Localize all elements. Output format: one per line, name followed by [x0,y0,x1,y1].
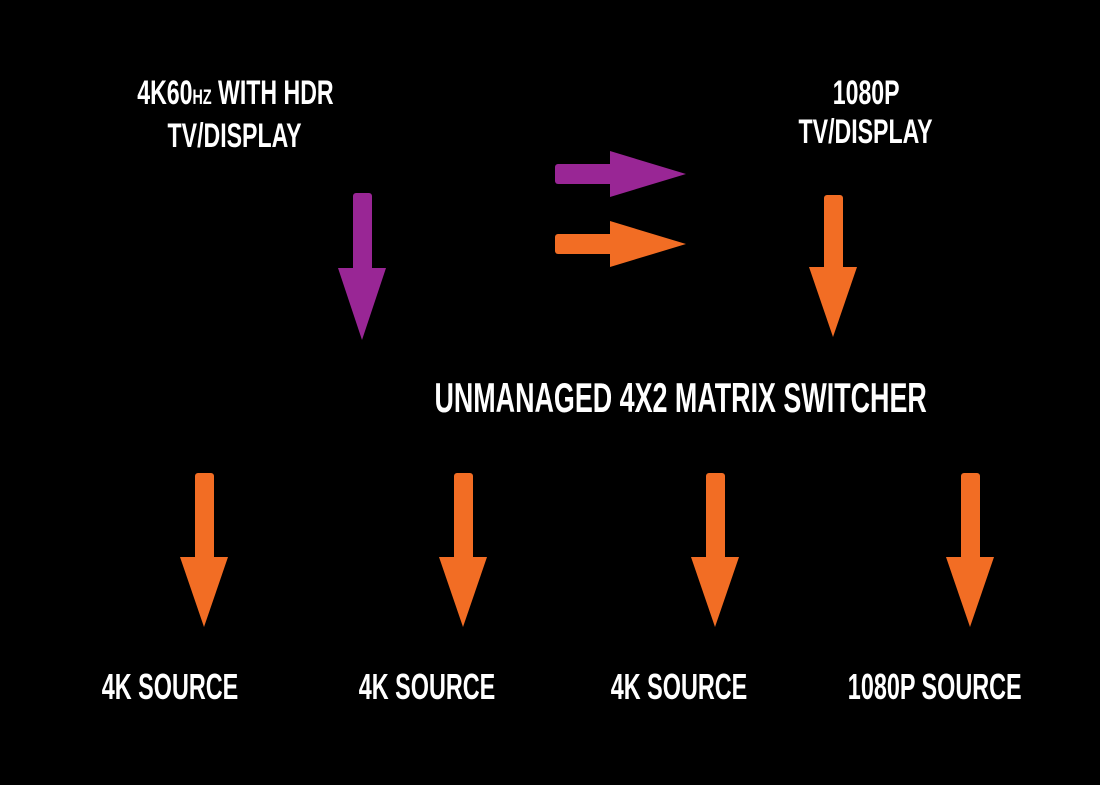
orange-right-arrow-shaft [555,234,610,254]
orange-right-arrow-icon [555,221,686,267]
display-label-4k60-hdr-line2: TV/DISPLAY [167,117,303,155]
orange-right-arrow-head [610,221,686,267]
purple-right-arrow-icon [555,151,686,197]
orange-down-arrow-head [809,267,857,337]
source-1-arrow-shaft [194,473,214,557]
source-4-down-arrow-icon [946,473,994,627]
source-2-arrow-head [439,557,487,627]
source-4-label: 1080P SOURCE [847,666,1022,707]
display-label-4k60-hdr: 4K60HZ WITH HDR TV/DISPLAY [75,74,395,156]
source-1-down-arrow-icon [180,473,228,627]
source-3-down-arrow-icon [691,473,739,627]
source-2-label: 4K SOURCE [358,666,496,707]
display-label-1080p-line2: TV/DISPLAY [798,113,934,151]
source-1-label: 4K SOURCE [101,666,239,707]
orange-down-arrow-icon [809,195,857,337]
source-2-down-arrow-icon [439,473,487,627]
source-1-arrow-head [180,557,228,627]
purple-down-arrow-icon [338,193,386,340]
source-4-arrow-shaft [960,473,980,557]
display-label-1080p-line1: 1080P [832,74,900,112]
purple-right-arrow-shaft [555,164,610,184]
purple-down-arrow-shaft [352,193,372,268]
orange-down-arrow-shaft [823,195,843,267]
purple-right-arrow-head [610,151,686,197]
display-label-4k60-hdr-line1: 4K60HZ WITH HDR [136,74,334,112]
display-label-1080p: 1080P TV/DISPLAY [716,74,1016,152]
purple-down-arrow-head [338,268,386,340]
source-3-arrow-shaft [705,473,725,557]
switcher-title: UNMANAGED 4X2 MATRIX SWITCHER [434,374,927,421]
source-3-arrow-head [691,557,739,627]
source-4-arrow-head [946,557,994,627]
source-3-label: 4K SOURCE [610,666,748,707]
source-2-arrow-shaft [453,473,473,557]
